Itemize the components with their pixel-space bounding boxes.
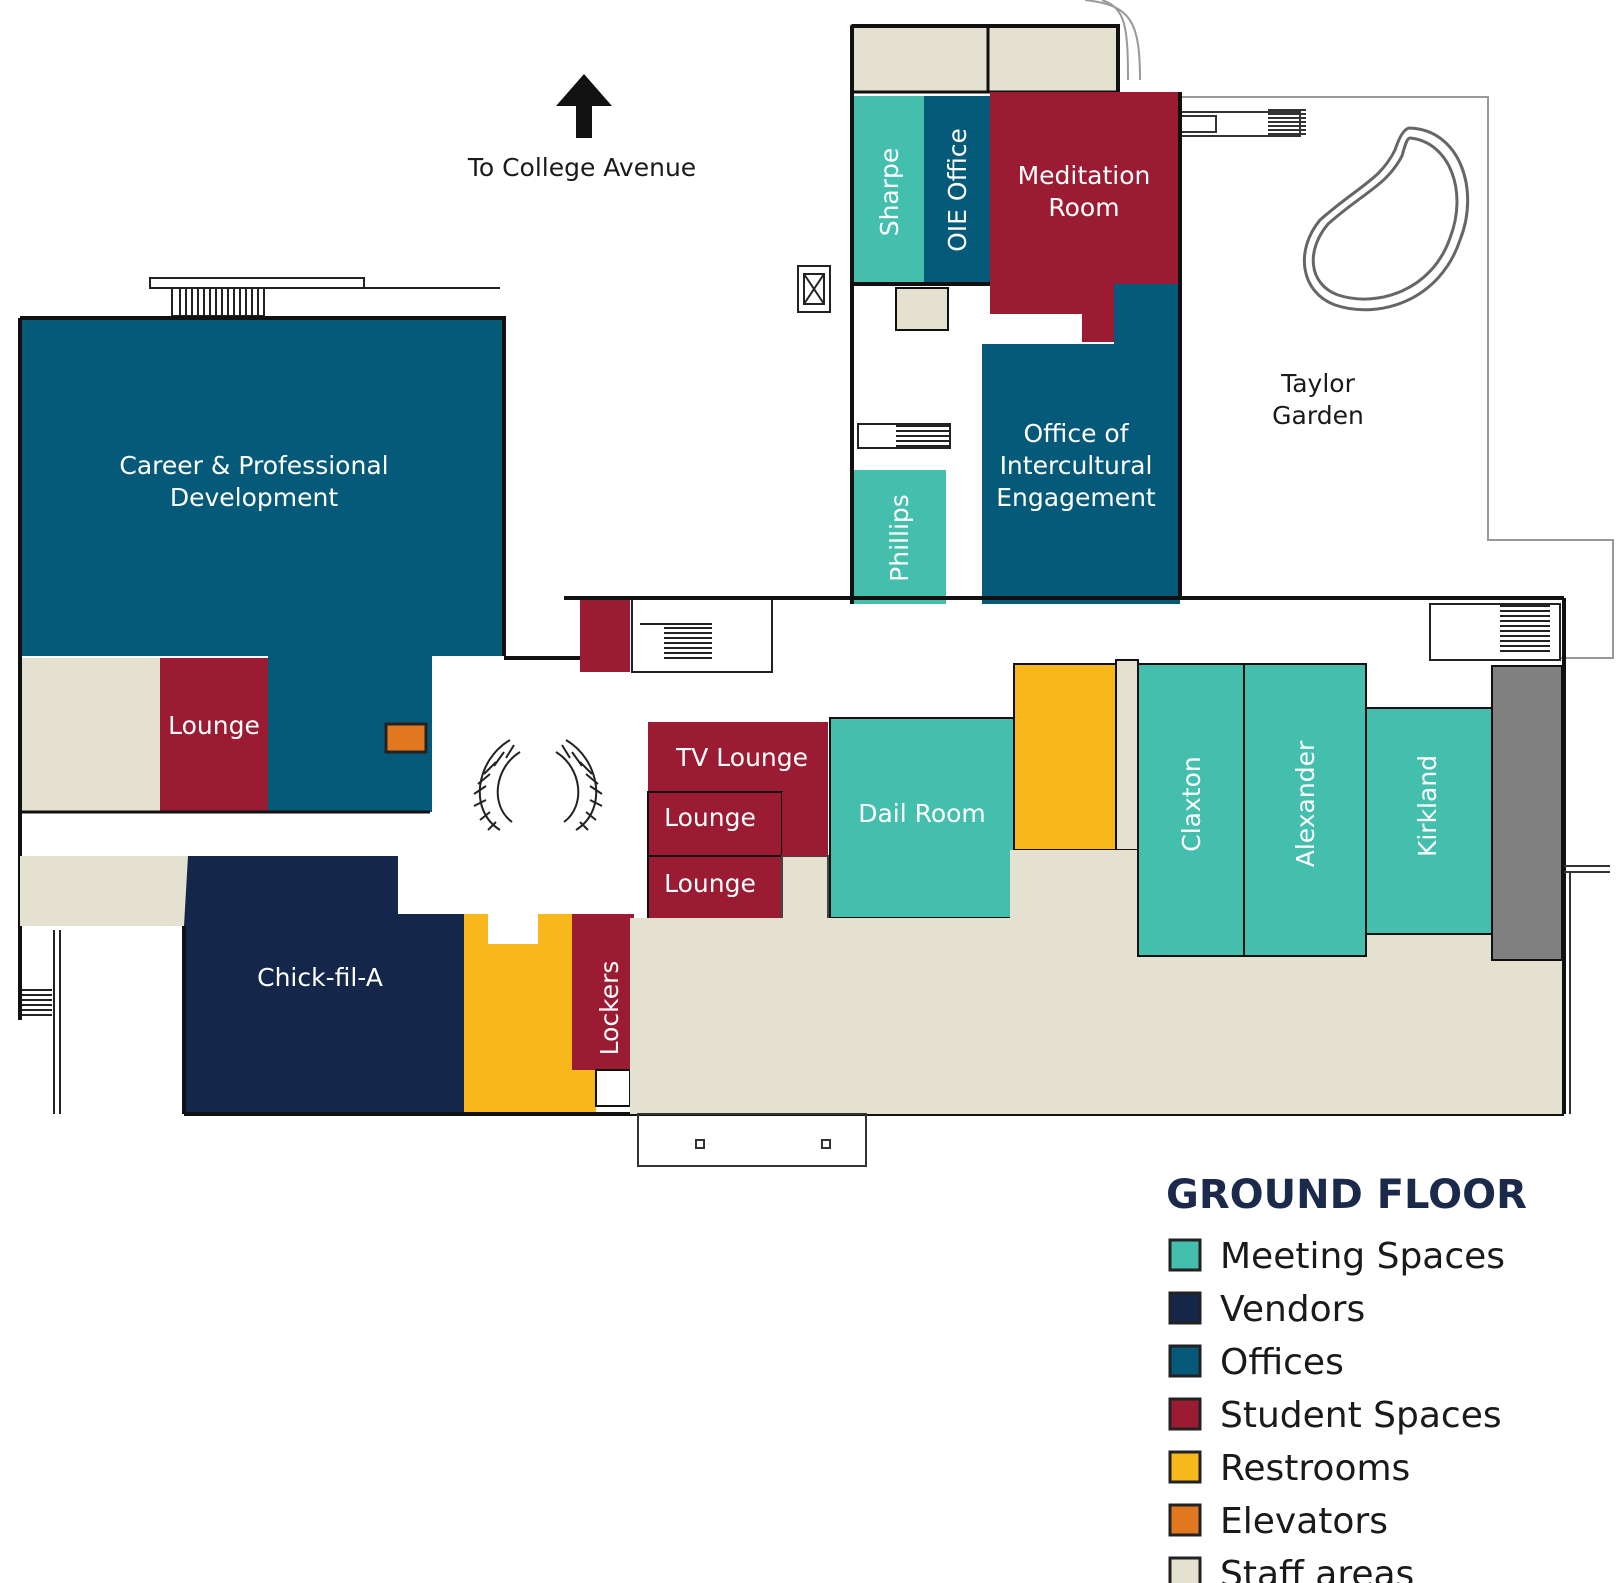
legend-swatch-meeting <box>1168 1238 1202 1272</box>
legend-swatch-student <box>1168 1397 1202 1431</box>
oie-office-label: OIE Office <box>943 128 972 252</box>
north-arrow-icon <box>556 74 612 138</box>
room-lounge-west[interactable] <box>160 658 268 812</box>
legend-label-offices: Offices <box>1220 1342 1344 1383</box>
room-oie-office[interactable] <box>924 96 990 282</box>
staff-area <box>850 24 990 94</box>
garden-label-line2: Garden <box>1272 401 1364 430</box>
central-hall <box>473 596 1564 921</box>
legend-label-staff: Staff areas <box>1220 1554 1414 1583</box>
dail-room-label: Dail Room <box>858 799 986 828</box>
chick-fil-a-label: Chick-fil-A <box>257 963 383 992</box>
room-chick-fil-a[interactable] <box>184 856 464 1114</box>
room-phillips[interactable] <box>854 470 946 604</box>
direction-label: To College Avenue <box>467 153 696 182</box>
spiral-stair-icon <box>473 739 603 831</box>
staff-area <box>20 658 160 812</box>
north-wing <box>797 24 1182 604</box>
kirkland-label: Kirkland <box>1413 755 1442 857</box>
room-lounge-mid[interactable] <box>647 791 783 857</box>
room-alexander[interactable] <box>1243 663 1367 957</box>
utility-room <box>1491 665 1563 961</box>
entrance-canopy <box>637 1113 867 1167</box>
legend-label-meeting: Meeting Spaces <box>1220 1236 1505 1277</box>
west-block <box>18 277 506 1020</box>
room-tv-lounge[interactable] <box>648 722 828 792</box>
room-lounge-low[interactable] <box>647 855 783 921</box>
meditation-label-line1: Meditation <box>1018 161 1151 190</box>
legend-label-restrooms: Restrooms <box>1220 1448 1410 1489</box>
room-career-development[interactable] <box>20 318 504 812</box>
room-meditation[interactable] <box>990 92 1180 342</box>
stair-icon <box>1429 603 1561 661</box>
elevator[interactable] <box>384 722 428 754</box>
sharpe-label: Sharpe <box>875 148 904 237</box>
oie-label-line2: Intercultural <box>1000 451 1153 480</box>
staff-area <box>630 918 1564 1114</box>
legend-swatch-restrooms <box>1168 1450 1202 1484</box>
room-student-strip[interactable] <box>782 792 828 856</box>
stair-icon <box>797 265 831 313</box>
meditation-label-line2: Room <box>1048 193 1119 222</box>
lounge-mid-label: Lounge <box>664 803 756 832</box>
staff-area <box>895 287 949 331</box>
tv-lounge-label: TV Lounge <box>675 743 808 772</box>
lockers-label: Lockers <box>595 961 624 1056</box>
stair-icon <box>149 277 500 317</box>
staff-area <box>781 855 829 921</box>
pond-icon <box>1303 126 1470 312</box>
legend: GROUND FLOOR Meeting Spaces Vendors Offi… <box>1166 1172 1527 1583</box>
lounge-low-label: Lounge <box>664 869 756 898</box>
restroom[interactable] <box>1013 663 1117 851</box>
east-wing <box>630 598 1610 1167</box>
career-label-line1: Career & Professional <box>119 451 388 480</box>
room-lockers[interactable] <box>572 914 634 1070</box>
staff-area <box>20 856 188 926</box>
legend-swatch-vendors <box>1168 1291 1202 1325</box>
garden-outline <box>1084 0 1614 659</box>
legend-swatch-staff <box>1168 1556 1202 1583</box>
legend-title: GROUND FLOOR <box>1166 1172 1527 1218</box>
stair-icon <box>22 930 61 1114</box>
room-student-small[interactable] <box>580 598 630 672</box>
room-claxton[interactable] <box>1137 663 1245 957</box>
legend-swatch-offices <box>1168 1344 1202 1378</box>
career-label-line2: Development <box>170 483 338 512</box>
claxton-label: Claxton <box>1177 756 1206 851</box>
legend-label-student: Student Spaces <box>1220 1395 1502 1436</box>
stair-icon <box>631 597 773 673</box>
alexander-label: Alexander <box>1291 740 1320 867</box>
staff-area <box>1115 659 1139 851</box>
legend-label-elevators: Elevators <box>1220 1501 1388 1542</box>
staff-area <box>1010 850 1136 918</box>
staff-area <box>986 24 1120 94</box>
room-kirkland[interactable] <box>1365 707 1493 935</box>
oie-label-line1: Office of <box>1023 419 1129 448</box>
stair-icon <box>1179 109 1306 137</box>
garden-label-line1: Taylor <box>1280 369 1355 398</box>
phillips-label: Phillips <box>885 494 914 582</box>
legend-swatch-elevators <box>1168 1503 1202 1537</box>
room-office-intercultural[interactable] <box>982 284 1180 604</box>
room-sharpe[interactable] <box>854 96 924 282</box>
stair-icon <box>857 423 951 449</box>
lounge-west-label: Lounge <box>168 711 260 740</box>
oie-label-line3: Engagement <box>996 483 1156 512</box>
legend-label-vendors: Vendors <box>1220 1289 1365 1330</box>
